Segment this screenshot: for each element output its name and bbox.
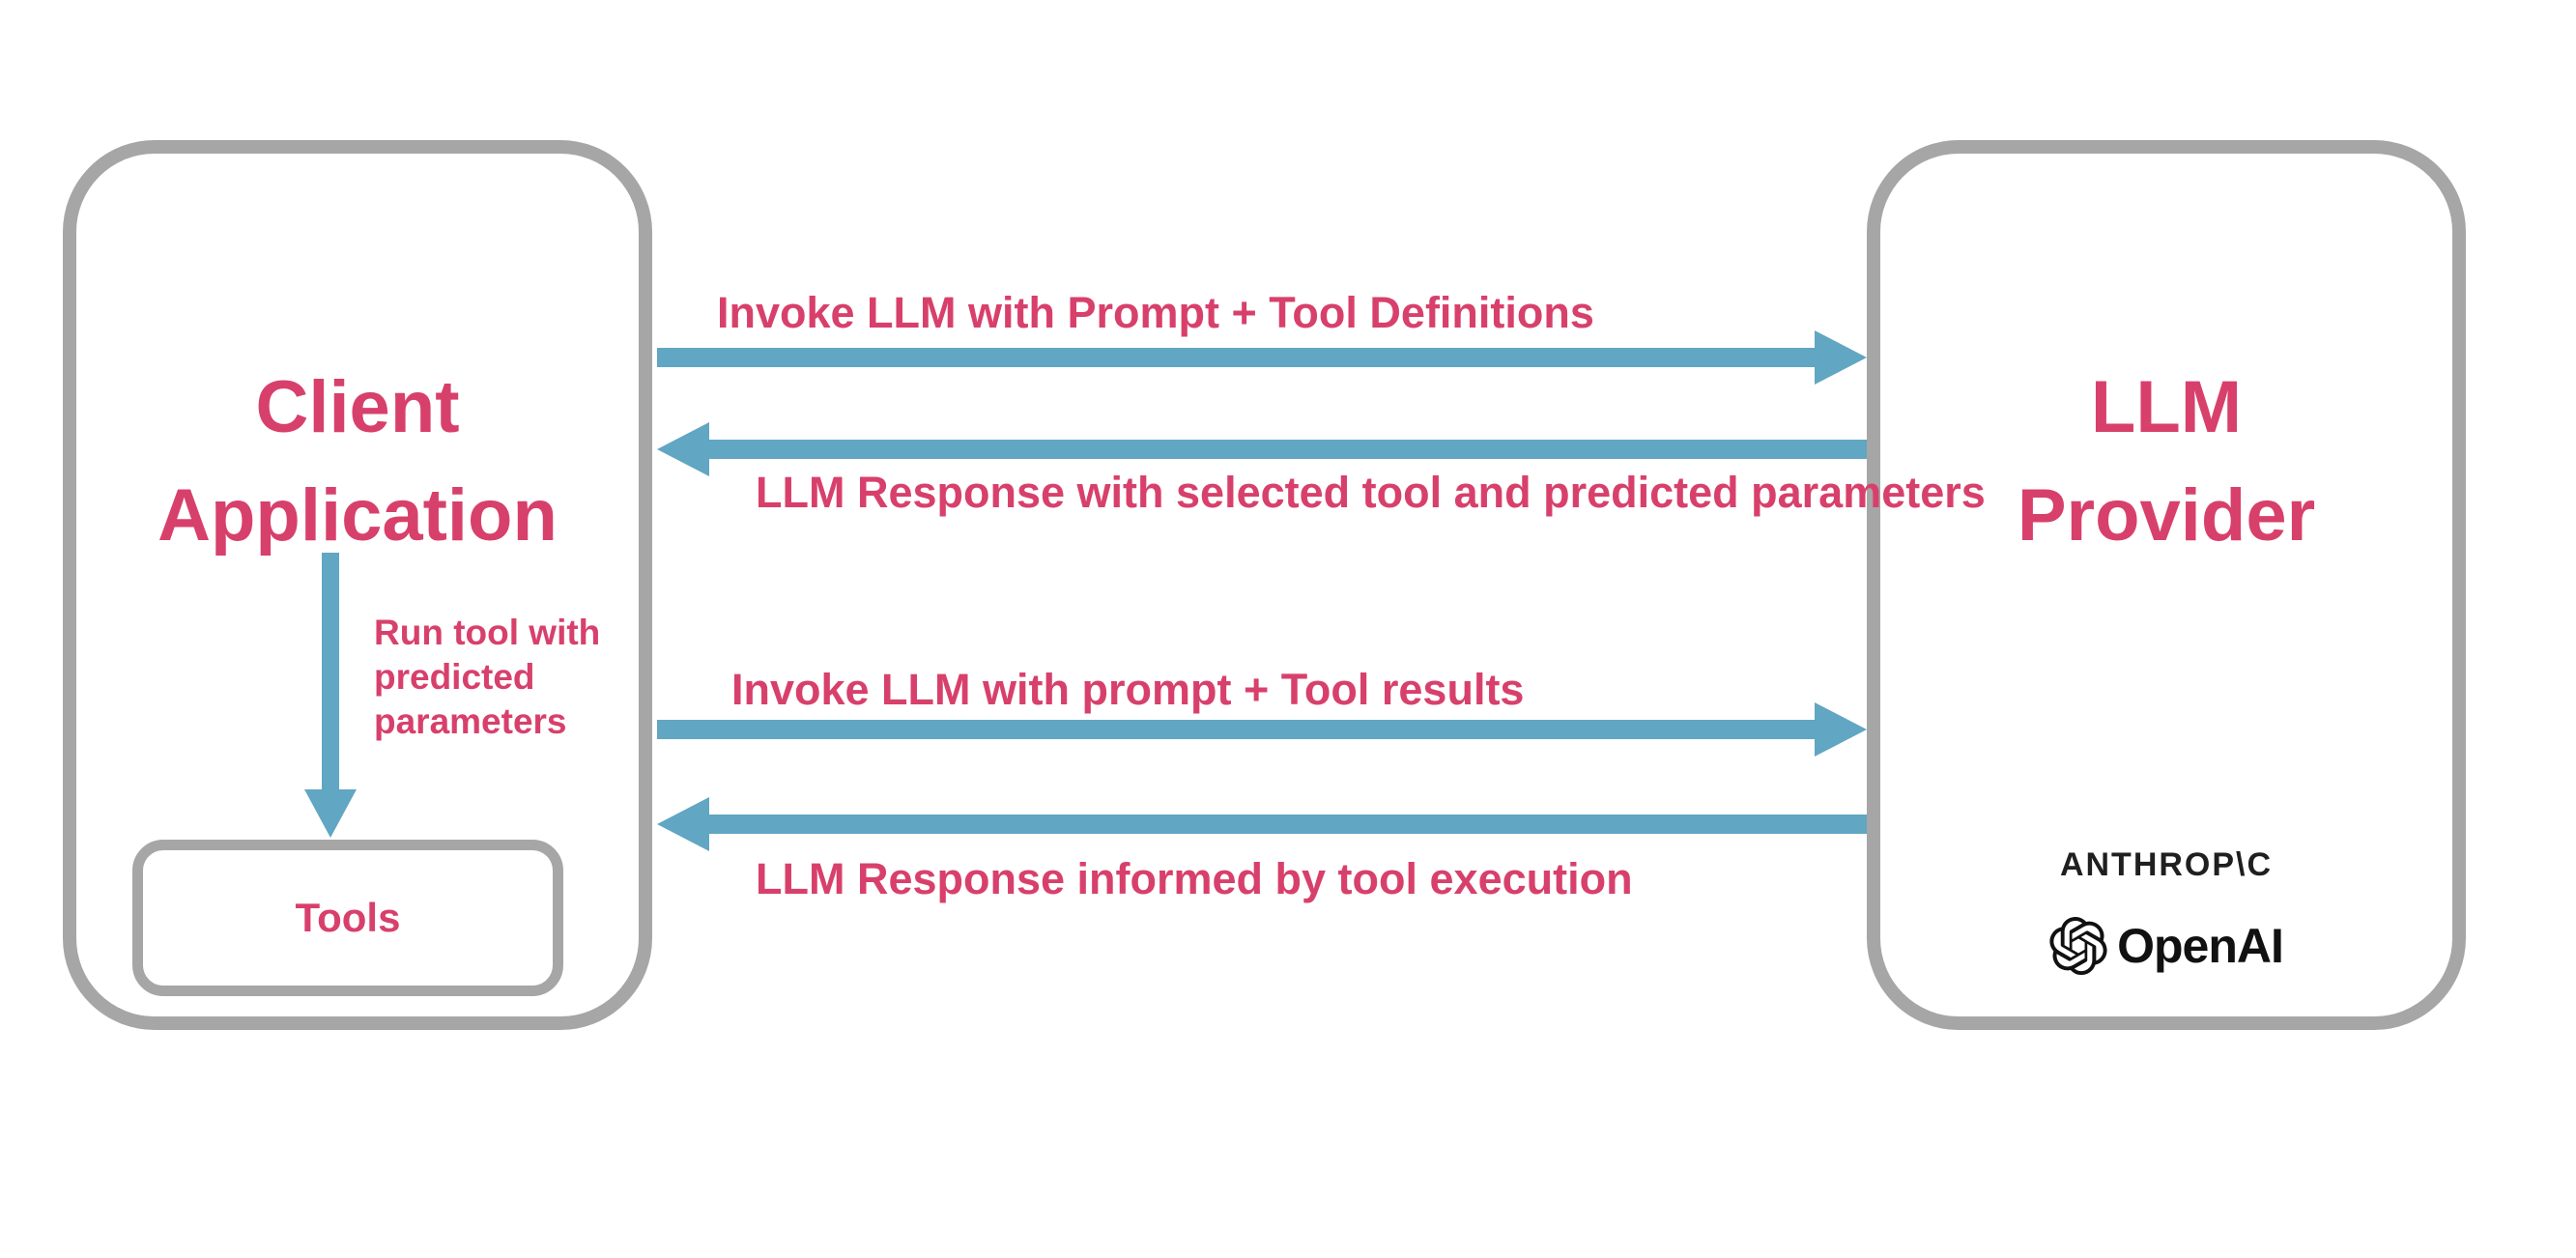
client-title-line2: Application bbox=[157, 474, 558, 557]
openai-logo-wordmark: OpenAI bbox=[2117, 919, 2284, 973]
arrow-shaft bbox=[657, 348, 1815, 367]
tools-box: Tools bbox=[132, 840, 563, 996]
arrow-shaft bbox=[322, 553, 339, 789]
arrow-label-response-tool-execution: LLM Response informed by tool execution bbox=[756, 854, 1633, 903]
arrow-head-left-icon bbox=[657, 422, 709, 476]
openai-logo-row: OpenAI bbox=[1880, 917, 2452, 975]
arrow-head-left-icon bbox=[657, 797, 709, 851]
client-application-box: Client Application Tools bbox=[63, 140, 652, 1030]
llm-provider-title: LLM Provider bbox=[1880, 354, 2452, 570]
arrow-label-response-selected-tool: LLM Response with selected tool and pred… bbox=[756, 468, 1986, 517]
llm-provider-box: LLM Provider ANTHROP\C OpenAI bbox=[1867, 140, 2466, 1030]
arrow-invoke-tool-results bbox=[657, 702, 1867, 757]
arrow-head-right-icon bbox=[1815, 702, 1867, 757]
anthropic-logo-wordmark: ANTHROP\C bbox=[2059, 846, 2274, 883]
arrow-head-down-icon bbox=[304, 789, 357, 838]
arrow-label-invoke-tool-definitions: Invoke LLM with Prompt + Tool Definition… bbox=[717, 288, 1594, 337]
arrow-shaft bbox=[709, 815, 1867, 834]
arrow-shaft bbox=[709, 440, 1867, 459]
provider-title-line2: Provider bbox=[2017, 474, 2316, 557]
client-application-title: Client Application bbox=[76, 354, 639, 570]
arrow-response-tool-execution bbox=[657, 797, 1867, 851]
arrow-label-run-tool: Run tool with predicted parameters bbox=[374, 613, 601, 741]
arrow-head-right-icon bbox=[1815, 330, 1867, 385]
provider-title-line1: LLM bbox=[2090, 366, 2243, 448]
arrow-label-invoke-tool-results: Invoke LLM with prompt + Tool results bbox=[731, 665, 1525, 714]
client-title-line1: Client bbox=[255, 366, 460, 448]
arrow-invoke-tool-definitions bbox=[657, 330, 1867, 385]
arrow-response-selected-tool bbox=[657, 422, 1867, 476]
arrow-run-tool bbox=[304, 553, 357, 838]
openai-logo-icon bbox=[2049, 917, 2107, 975]
tools-box-label: Tools bbox=[295, 895, 401, 940]
arrow-shaft bbox=[657, 720, 1815, 739]
